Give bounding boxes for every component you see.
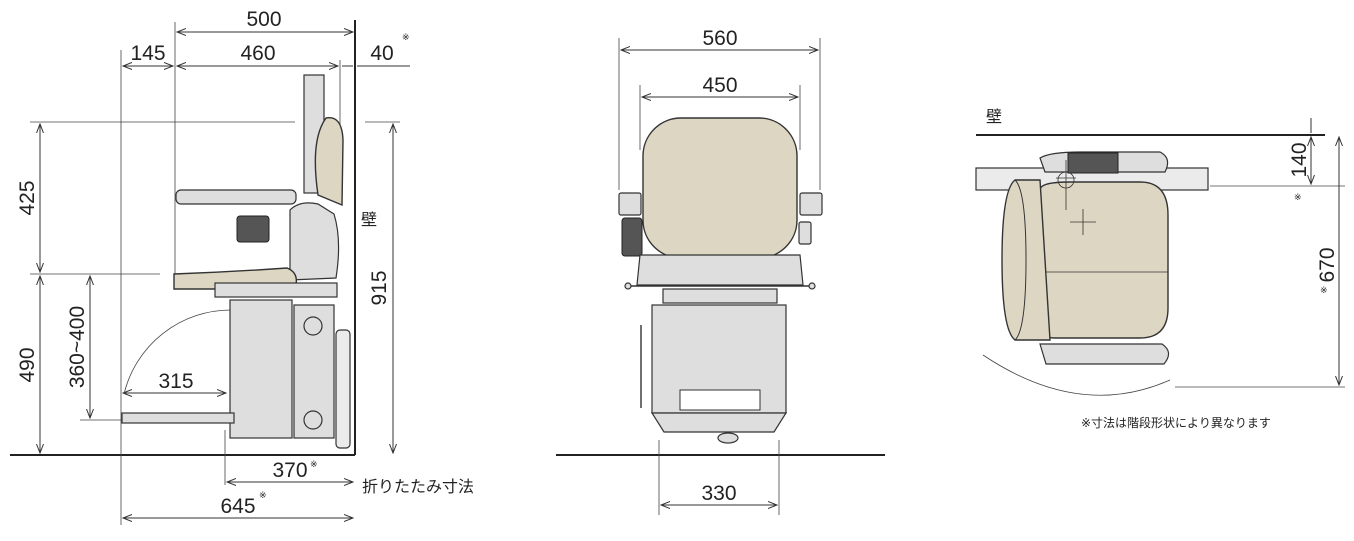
dim-670-marker: ※ bbox=[1320, 285, 1328, 295]
top-view: 壁 140 ※ 670 ※ ※寸法は階段形状により異な bbox=[975, 107, 1345, 430]
folded-dimension-label: 折りたたみ寸法 bbox=[362, 478, 474, 496]
side-view: 500 145 460 40 ※ 425 490 360~400 915 壁 3… bbox=[10, 8, 474, 525]
dim-40: 40 bbox=[370, 42, 393, 65]
dim-330: 330 bbox=[701, 482, 736, 505]
right-armrest bbox=[799, 192, 823, 216]
dim-40-marker: ※ bbox=[402, 32, 410, 42]
top-swing-arc bbox=[982, 354, 1171, 396]
dim-500: 500 bbox=[246, 8, 281, 31]
footrest bbox=[121, 412, 235, 424]
dim-370-marker: ※ bbox=[310, 459, 318, 469]
carriage-housing bbox=[229, 299, 293, 439]
footrest-swing-arc bbox=[123, 309, 232, 395]
dim-450: 450 bbox=[702, 74, 737, 97]
dimension-note: ※寸法は階段形状により異なります bbox=[1081, 415, 1271, 430]
dim-425: 425 bbox=[16, 180, 39, 215]
control-joystick-icon-front bbox=[621, 217, 643, 257]
dim-460: 460 bbox=[240, 42, 275, 65]
dim-145: 145 bbox=[130, 42, 165, 65]
side-wall-label: 壁 bbox=[361, 210, 377, 229]
top-armrest-front bbox=[1039, 343, 1170, 365]
left-armrest bbox=[618, 192, 642, 216]
dim-140: 140 bbox=[1288, 142, 1311, 177]
front-seat-base bbox=[636, 254, 804, 286]
dim-645-marker: ※ bbox=[259, 490, 267, 500]
front-view: 560 450 330 bbox=[556, 27, 885, 515]
top-wall-label: 壁 bbox=[986, 107, 1002, 126]
dim-360-400: 360~400 bbox=[66, 306, 89, 388]
control-joystick-icon bbox=[236, 215, 270, 243]
dim-645: 645 bbox=[220, 495, 255, 518]
dim-560: 560 bbox=[702, 27, 737, 50]
dim-490: 490 bbox=[16, 347, 39, 382]
seat-back bbox=[314, 116, 344, 207]
dim-670: 670 bbox=[1316, 247, 1339, 282]
front-footrest bbox=[650, 412, 788, 433]
armrest bbox=[175, 189, 297, 205]
top-seat-cushion bbox=[1039, 181, 1169, 339]
rail-track bbox=[335, 329, 351, 449]
dim-370: 370 bbox=[272, 459, 307, 482]
seat-swivel-body bbox=[289, 202, 340, 281]
dim-315: 315 bbox=[158, 370, 193, 393]
dim-915: 915 bbox=[368, 270, 391, 305]
dim-140-marker: ※ bbox=[1294, 192, 1302, 202]
front-seat-back bbox=[642, 117, 798, 259]
